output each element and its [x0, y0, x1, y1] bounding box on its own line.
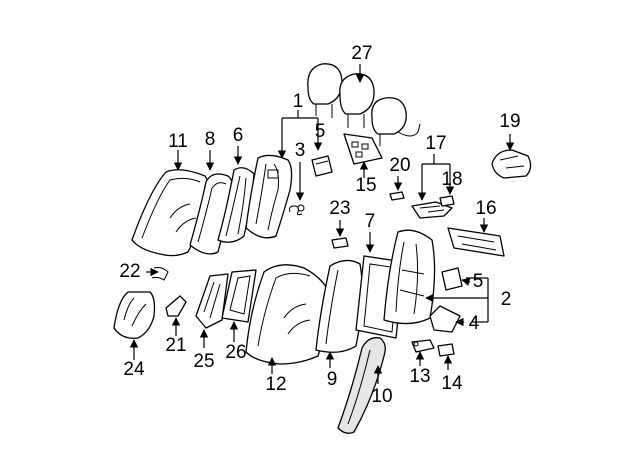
callout-23: 23 — [329, 198, 350, 219]
callout-11: 11 — [168, 131, 188, 152]
seat-back-assembly-part-1 — [245, 154, 293, 239]
hinge-part-13 — [411, 339, 435, 353]
callout-4: 4 — [469, 313, 480, 334]
callout-24: 24 — [123, 359, 145, 380]
seat-pad-part-9 — [315, 259, 363, 353]
callout-5-lower: 5 — [473, 271, 484, 292]
cap-part-5-lower — [441, 267, 463, 291]
panel-part-15 — [343, 133, 383, 165]
callout-5-upper: 5 — [315, 121, 326, 142]
callout-2: 2 — [501, 289, 512, 310]
callout-17: 17 — [425, 133, 446, 154]
handle-part-19 — [491, 149, 532, 179]
leader-lines — [129, 64, 515, 384]
latch-part-18 — [439, 195, 455, 207]
callout-18: 18 — [441, 169, 462, 190]
side-trim-part-10 — [337, 337, 386, 434]
callout-3: 3 — [295, 140, 306, 161]
side-cover-part-24 — [113, 291, 156, 339]
callout-26: 26 — [225, 342, 246, 363]
callout-21: 21 — [165, 335, 186, 356]
callout-22: 22 — [119, 261, 140, 282]
callout-13: 13 — [409, 366, 430, 387]
clip-part-22 — [151, 267, 169, 281]
seat-frame-assembly-part-2 — [383, 229, 436, 325]
seat-back-cover-part-11 — [131, 169, 210, 257]
callout-19: 19 — [499, 111, 520, 132]
armrest-part-25 — [195, 273, 229, 329]
trim-part-4 — [429, 305, 461, 333]
callout-20: 20 — [389, 155, 410, 176]
seat-back-frame-part-6 — [217, 167, 255, 243]
callout-10: 10 — [371, 386, 392, 407]
headrest-part-27 — [307, 63, 421, 146]
callout-9: 9 — [327, 369, 338, 390]
callout-16: 16 — [475, 198, 496, 219]
callout-labels: 27 1 5 11 8 6 3 19 17 20 18 15 23 16 7 2… — [119, 43, 520, 407]
callout-6: 6 — [233, 125, 244, 146]
callout-12: 12 — [265, 374, 286, 395]
rail-cover-part-16 — [447, 227, 505, 257]
clip-part-20 — [389, 191, 405, 201]
callout-7: 7 — [365, 211, 376, 232]
callout-14: 14 — [441, 373, 463, 394]
callout-27: 27 — [351, 43, 372, 64]
clip-part-23 — [331, 237, 349, 249]
callout-25: 25 — [193, 351, 214, 372]
callout-15: 15 — [355, 175, 376, 196]
hook-part-3 — [289, 204, 305, 216]
callout-1: 1 — [293, 91, 304, 112]
cap-part-5-upper — [311, 155, 333, 177]
hinge-part-14 — [437, 343, 455, 357]
bracket-part-21 — [165, 295, 187, 317]
callout-8: 8 — [205, 129, 216, 150]
armrest-frame-part-26 — [221, 269, 257, 323]
